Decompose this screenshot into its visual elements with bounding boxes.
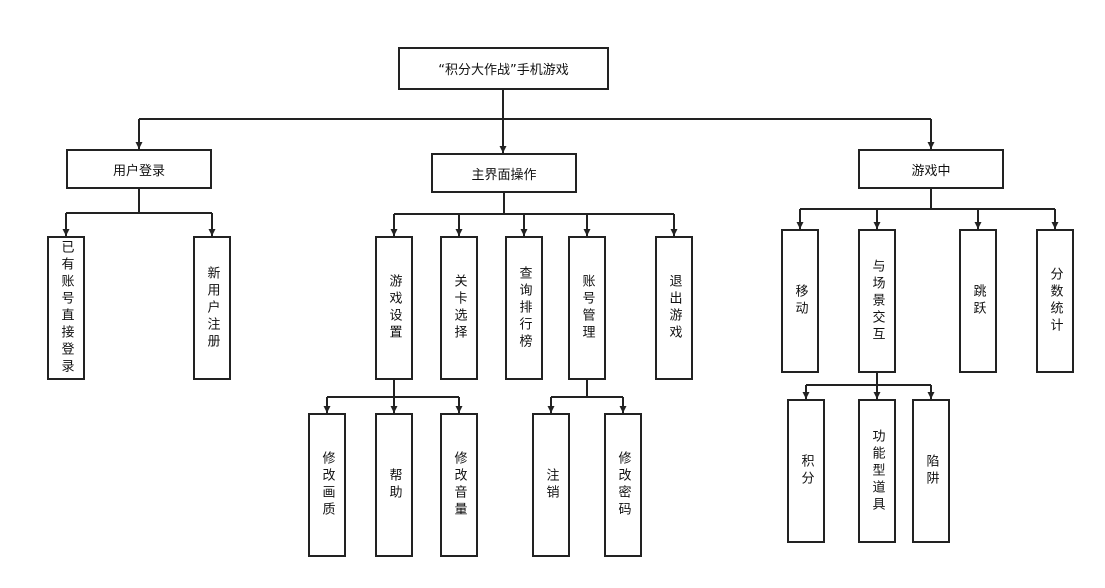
node-existing-login: 已有账号直接登录 bbox=[47, 236, 85, 380]
root-node: “积分大作战”手机游戏 bbox=[398, 47, 609, 90]
node-ranking: 查询排行榜 bbox=[505, 236, 543, 380]
node-interact: 与场景交互 bbox=[858, 229, 896, 373]
node-register: 新用户注册 bbox=[193, 236, 231, 380]
node-quality: 修改画质 bbox=[308, 413, 346, 557]
node-volume-label: 修改音量 bbox=[451, 451, 467, 519]
node-in-game: 游戏中 bbox=[858, 149, 1004, 189]
node-account: 账号管理 bbox=[568, 236, 606, 380]
node-game-settings: 游戏设置 bbox=[375, 236, 413, 380]
node-game-settings-label: 游戏设置 bbox=[386, 274, 402, 342]
node-jump-label: 跳跃 bbox=[970, 284, 986, 318]
node-logout: 注销 bbox=[532, 413, 570, 557]
node-register-label: 新用户注册 bbox=[204, 265, 220, 351]
node-trap: 陷阱 bbox=[912, 399, 950, 543]
node-trap-label: 陷阱 bbox=[923, 454, 939, 488]
root-label: “积分大作战”手机游戏 bbox=[438, 63, 569, 78]
node-main-ui: 主界面操作 bbox=[431, 153, 577, 193]
node-interact-label: 与场景交互 bbox=[869, 258, 885, 344]
node-help-label: 帮助 bbox=[386, 468, 402, 502]
node-props: 功能型道具 bbox=[858, 399, 896, 543]
node-stats: 分数统计 bbox=[1036, 229, 1074, 373]
node-jump: 跳跃 bbox=[959, 229, 997, 373]
node-exit: 退出游戏 bbox=[655, 236, 693, 380]
node-user-login-label: 用户登录 bbox=[112, 163, 165, 179]
node-move: 移动 bbox=[781, 229, 819, 373]
node-points: 积分 bbox=[787, 399, 825, 543]
node-points-label: 积分 bbox=[798, 454, 814, 488]
node-password: 修改密码 bbox=[604, 413, 642, 557]
node-ranking-label: 查询排行榜 bbox=[516, 265, 532, 351]
node-props-label: 功能型道具 bbox=[869, 428, 885, 514]
node-logout-label: 注销 bbox=[543, 468, 559, 502]
node-account-label: 账号管理 bbox=[579, 274, 595, 342]
node-move-label: 移动 bbox=[792, 284, 808, 318]
node-stats-label: 分数统计 bbox=[1047, 267, 1063, 335]
node-password-label: 修改密码 bbox=[615, 451, 631, 519]
node-volume: 修改音量 bbox=[440, 413, 478, 557]
node-exit-label: 退出游戏 bbox=[666, 274, 682, 342]
node-quality-label: 修改画质 bbox=[319, 451, 335, 519]
node-existing-login-label: 已有账号直接登录 bbox=[58, 240, 74, 376]
node-level-select-label: 关卡选择 bbox=[451, 274, 467, 342]
node-user-login: 用户登录 bbox=[66, 149, 212, 189]
node-help: 帮助 bbox=[375, 413, 413, 557]
node-in-game-label: 游戏中 bbox=[911, 163, 951, 179]
node-level-select: 关卡选择 bbox=[440, 236, 478, 380]
node-main-ui-label: 主界面操作 bbox=[471, 167, 537, 183]
